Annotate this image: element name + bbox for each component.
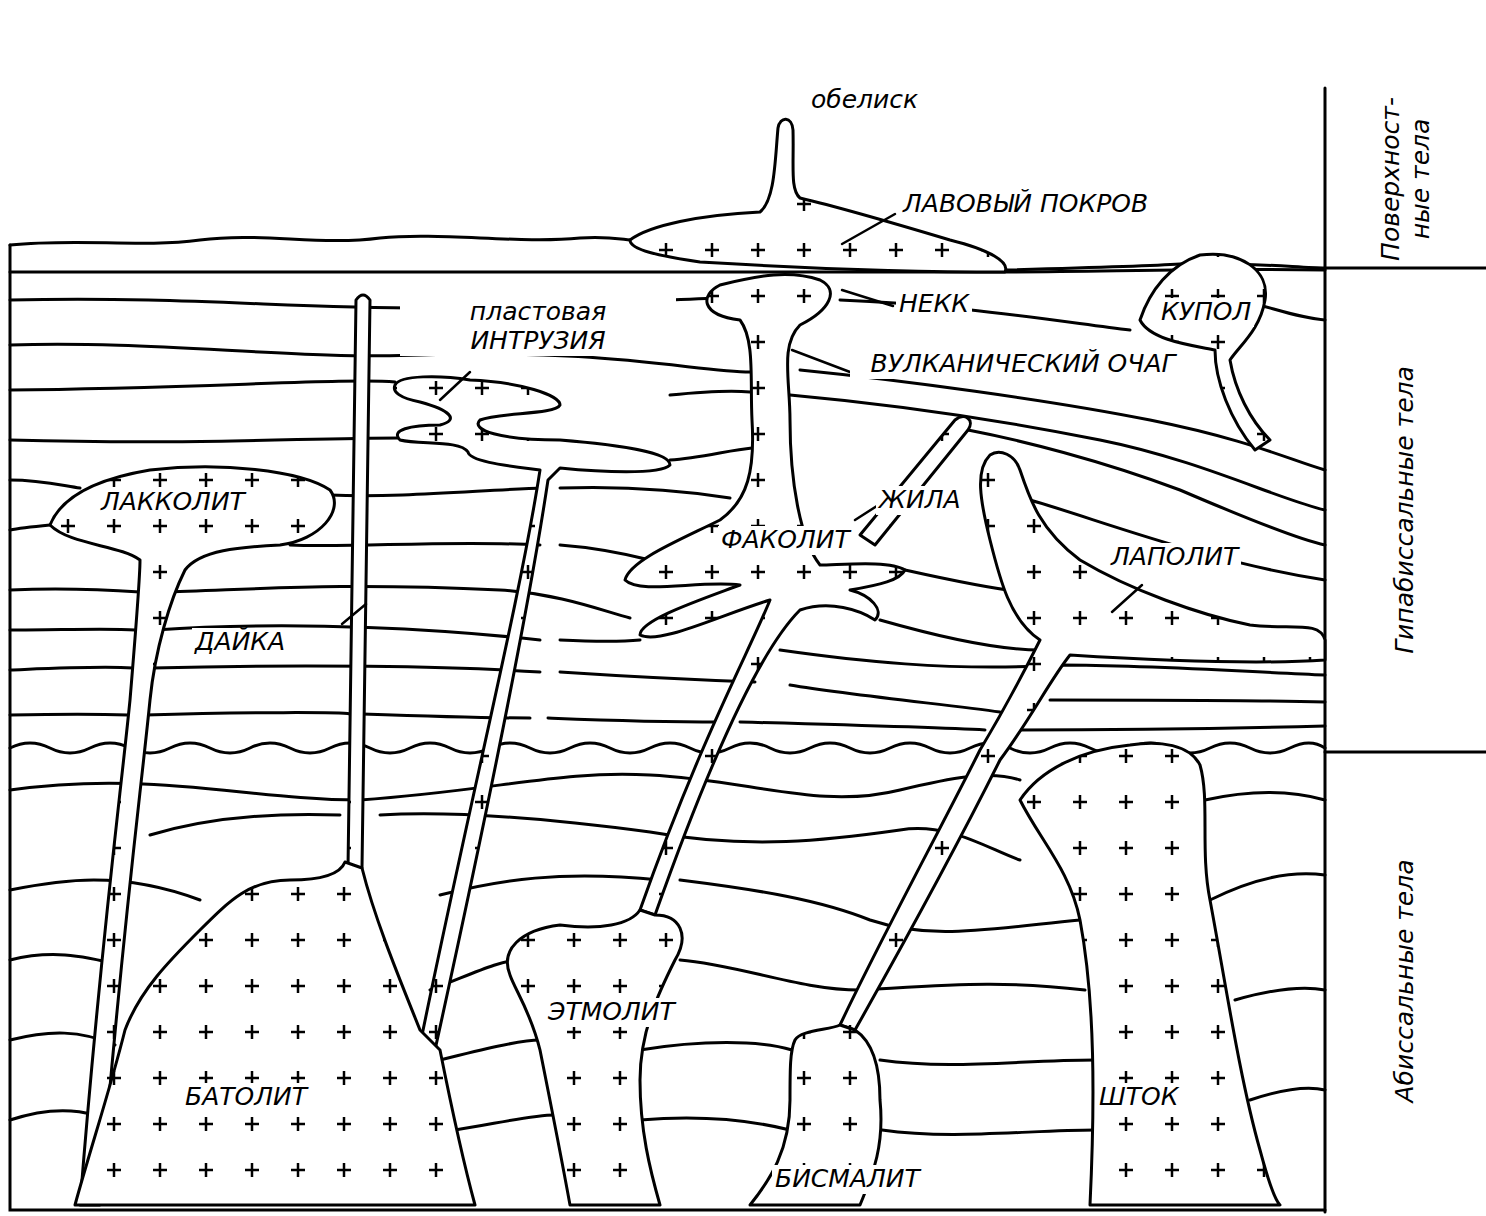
zone-label: Абиссальные тела: [1390, 761, 1420, 1201]
label-lava-flow: ЛАВОВЫЙ ПОКРОВ: [900, 190, 1151, 219]
zone-label: Поверхност- ные тела: [1375, 92, 1435, 267]
label-lopolith: ЛАПОЛИТ: [1108, 543, 1241, 572]
label-dome: КУПОЛ: [1158, 298, 1254, 327]
label-magma-chamber: ВУЛКАНИЧЕСКИЙ ОЧАГ: [850, 350, 1196, 379]
label-laccolith: ЛАККОЛИТ: [98, 488, 248, 517]
zone-label: Гипабиссальные тела: [1390, 275, 1420, 745]
label-bysmalith: БИСМАЛИТ: [772, 1165, 923, 1194]
label-vein: ЖИЛА: [876, 486, 964, 515]
label-neck: НЕКК: [896, 290, 972, 319]
label-dyke: ДАЙКА: [192, 628, 288, 657]
label-obelisk: обелиск: [808, 86, 921, 115]
label-sill: пластовая ИНТРУЗИЯ: [400, 298, 676, 356]
label-phacolith: ФАКОЛИТ: [718, 526, 853, 555]
label-ethmolith: ЭТМОЛИТ: [545, 998, 678, 1027]
label-batholith: БАТОЛИТ: [182, 1083, 310, 1112]
label-stock: ШТОК: [1096, 1083, 1181, 1112]
